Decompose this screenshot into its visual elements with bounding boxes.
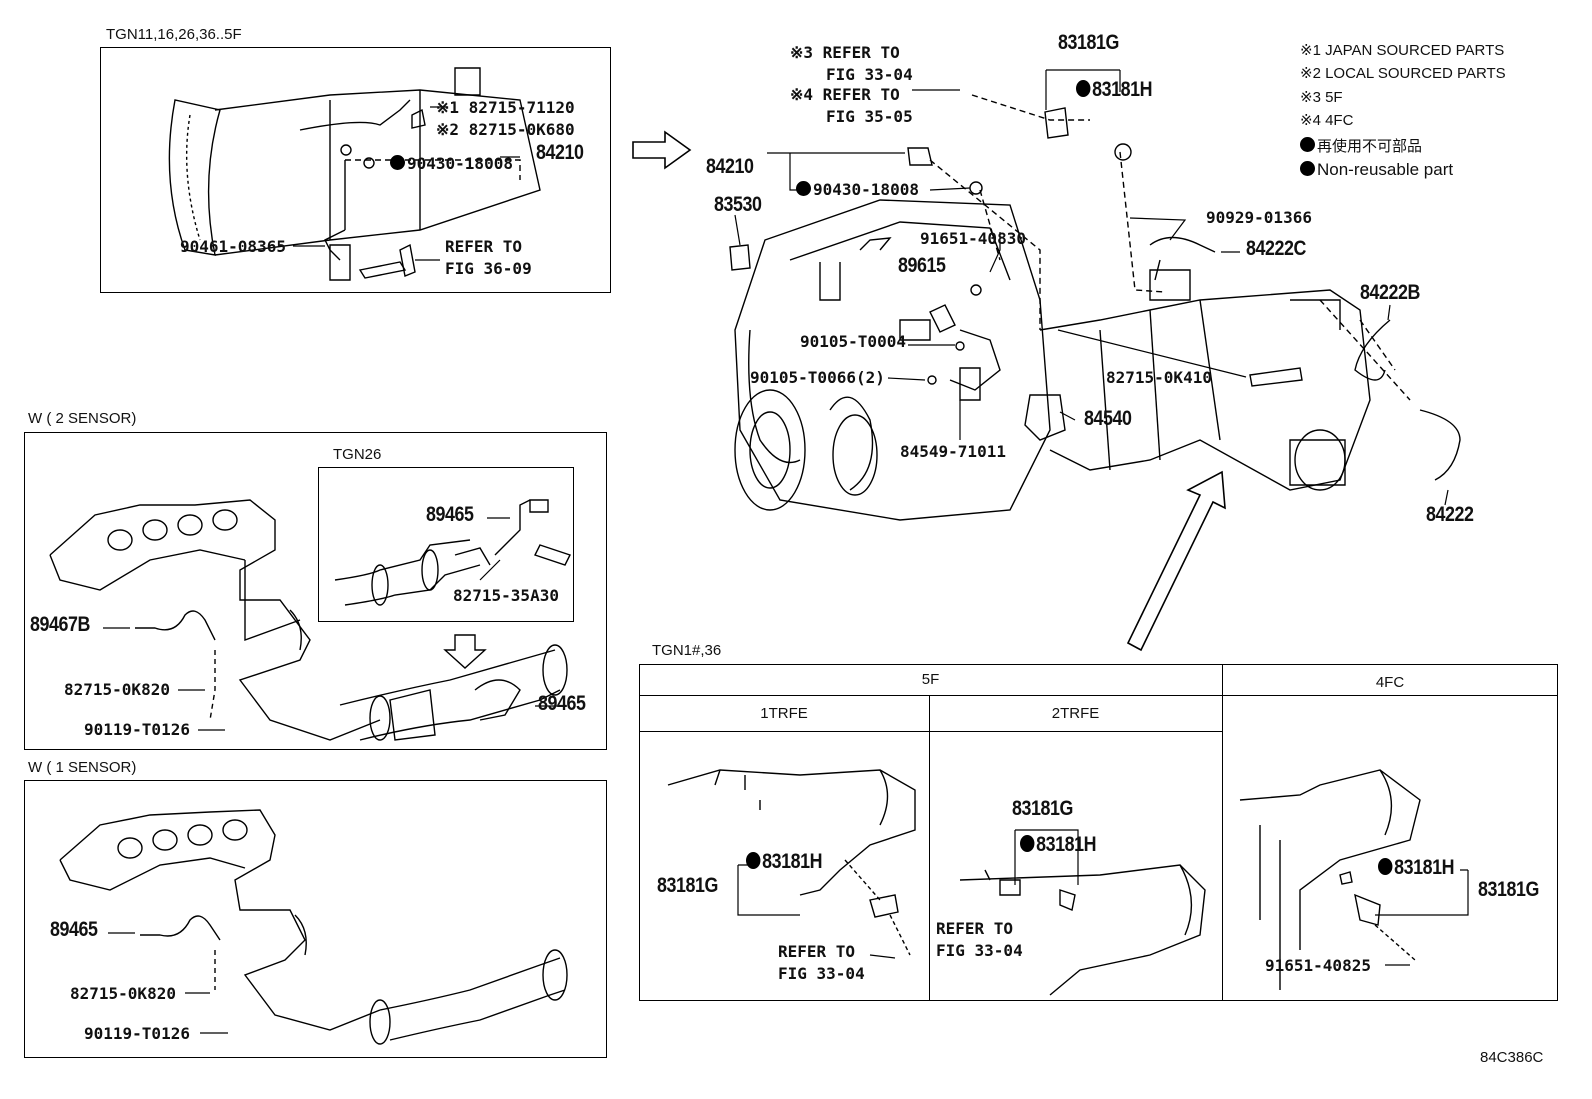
table-divider-h1	[639, 695, 1558, 696]
table-c2-83181g: 83181G	[1012, 797, 1073, 820]
table-divider-v2	[929, 695, 930, 1001]
refer-note-4a: ※4 REFER TO	[790, 85, 900, 104]
table-c3-83181h-text: 83181H	[1394, 856, 1455, 879]
direction-arrow-right	[632, 130, 692, 170]
legend-nonreusable-en: Non-reusable part	[1300, 161, 1453, 179]
legend-nonreusable-jp-text: 再使用不可部品	[1317, 138, 1423, 155]
table-header-5f: 5F	[921, 671, 940, 688]
label-90105-t0066: 90105-T0066(2)	[750, 368, 885, 387]
table-header-1trfe: 1TRFE	[760, 705, 808, 722]
engine-assembly-art	[729, 94, 1461, 521]
inset-top-part-1: ※1 82715-71120	[436, 98, 575, 117]
table-c3-91651: 91651-40825	[1265, 956, 1371, 975]
inset-top-part-5: 90461-08365	[180, 237, 286, 256]
table-c1-refer-a: REFER TO	[778, 942, 856, 961]
inset-top-refer-b: FIG 36-09	[445, 259, 532, 278]
w2-tgn26-title: TGN26	[333, 446, 382, 463]
label-84540: 84540	[1084, 407, 1132, 430]
table-c3-83181g: 83181G	[1478, 878, 1539, 901]
figure-code: 84C386C	[1480, 1049, 1544, 1066]
table-frame	[639, 664, 1558, 1001]
non-reusable-dot-icon	[1020, 835, 1035, 852]
label-84222c: 84222C	[1246, 237, 1306, 260]
inset-top-frame	[100, 47, 611, 293]
table-header-4fc: 4FC	[1375, 674, 1405, 691]
label-90105-t0004: 90105-T0004	[800, 332, 906, 351]
w1-label-82715: 82715-0K820	[70, 984, 176, 1003]
inset-top-part-3: 90430-18008	[390, 155, 513, 173]
label-90430-text: 90430-18008	[813, 180, 919, 199]
w1-frame	[24, 780, 607, 1058]
inset-top-title: TGN11,16,26,36..5F	[106, 26, 242, 43]
legend-note-2: ※2 LOCAL SOURCED PARTS	[1300, 65, 1506, 82]
tgn26-inset-art	[334, 499, 571, 606]
w2-manifold-art	[49, 499, 568, 741]
non-reusable-dot-icon	[1076, 80, 1091, 97]
w2-label-89465-a: 89465	[426, 503, 474, 526]
w1-label-90119: 90119-T0126	[84, 1024, 190, 1043]
w2-label-89465-b: 89465	[538, 692, 586, 715]
table-c1-refer-b: FIG 33-04	[778, 964, 865, 983]
label-89615: 89615	[898, 254, 946, 277]
label-84549: 84549-71011	[900, 442, 1006, 461]
table-c1-83181h: 83181H	[746, 850, 823, 873]
table-header-2trfe: 2TRFE	[1051, 705, 1100, 722]
label-90929: 90929-01366	[1206, 208, 1312, 227]
label-91651: 91651-40830	[920, 229, 1026, 248]
legend-note-4: ※4 4FC	[1300, 112, 1354, 129]
table-c2-83181h-text: 83181H	[1036, 833, 1097, 856]
label-84222b: 84222B	[1360, 281, 1420, 304]
leader-lines	[103, 69, 1469, 1034]
label-83530: 83530	[714, 193, 762, 216]
non-reusable-dot-icon	[1378, 858, 1393, 875]
inset-top-part-4: 84210	[536, 141, 584, 164]
refer-note-3b: FIG 33-04	[826, 65, 913, 84]
table-title: TGN1#,36	[652, 642, 722, 659]
non-reusable-dot-icon	[390, 155, 405, 170]
table-c2-refer-a: REFER TO	[936, 919, 1014, 938]
inset-top-refer-a: REFER TO	[445, 237, 523, 256]
w2-title: W ( 2 SENSOR)	[28, 410, 137, 427]
table-c3-83181h: 83181H	[1378, 856, 1455, 879]
refer-note-3a: ※3 REFER TO	[790, 43, 900, 62]
label-83181h-text: 83181H	[1092, 78, 1153, 101]
non-reusable-dot-icon	[796, 181, 811, 196]
table-c2-refer-b: FIG 33-04	[936, 941, 1023, 960]
w2-label-89467b: 89467B	[30, 613, 90, 636]
non-reusable-dot-icon	[1300, 161, 1315, 176]
w2-label-82715-0k820: 82715-0K820	[64, 680, 170, 699]
label-82715-0k410: 82715-0K410	[1106, 368, 1212, 387]
table-divider-h2	[639, 731, 1223, 732]
inset-top-part-3-text: 90430-18008	[407, 154, 513, 173]
label-90430: 90430-18008	[796, 181, 919, 199]
label-84210: 84210	[706, 155, 754, 178]
legend-nonreusable-en-text: Non-reusable part	[1317, 160, 1454, 179]
legend-nonreusable-jp: 再使用不可部品	[1300, 137, 1422, 156]
non-reusable-dot-icon	[1300, 137, 1315, 152]
table-divider-v1	[1222, 664, 1223, 1001]
inset-top-part-2: ※2 82715-0K680	[436, 120, 575, 139]
legend-note-3: ※3 5F	[1300, 89, 1343, 106]
table-c1-83181h-text: 83181H	[762, 850, 823, 873]
legend-note-1: ※1 JAPAN SOURCED PARTS	[1300, 42, 1505, 59]
w2-frame	[24, 432, 607, 750]
table-cell-art	[667, 769, 1421, 996]
w2-label-82715-35a30: 82715-35A30	[453, 586, 559, 605]
direction-arrow-diagonal	[1126, 470, 1226, 652]
label-83181g: 83181G	[1058, 31, 1119, 54]
w2-tgn26-frame	[318, 467, 574, 622]
label-83181h: 83181H	[1076, 78, 1153, 101]
transmission-inset-art	[168, 67, 541, 281]
w1-label-89465: 89465	[50, 918, 98, 941]
w1-title: W ( 1 SENSOR)	[28, 759, 137, 776]
table-c2-83181h: 83181H	[1020, 833, 1097, 856]
table-c1-83181g: 83181G	[657, 874, 718, 897]
label-84222: 84222	[1426, 503, 1474, 526]
w1-manifold-art	[59, 809, 568, 1045]
w2-label-90119: 90119-T0126	[84, 720, 190, 739]
refer-note-4b: FIG 35-05	[826, 107, 913, 126]
non-reusable-dot-icon	[746, 852, 761, 869]
